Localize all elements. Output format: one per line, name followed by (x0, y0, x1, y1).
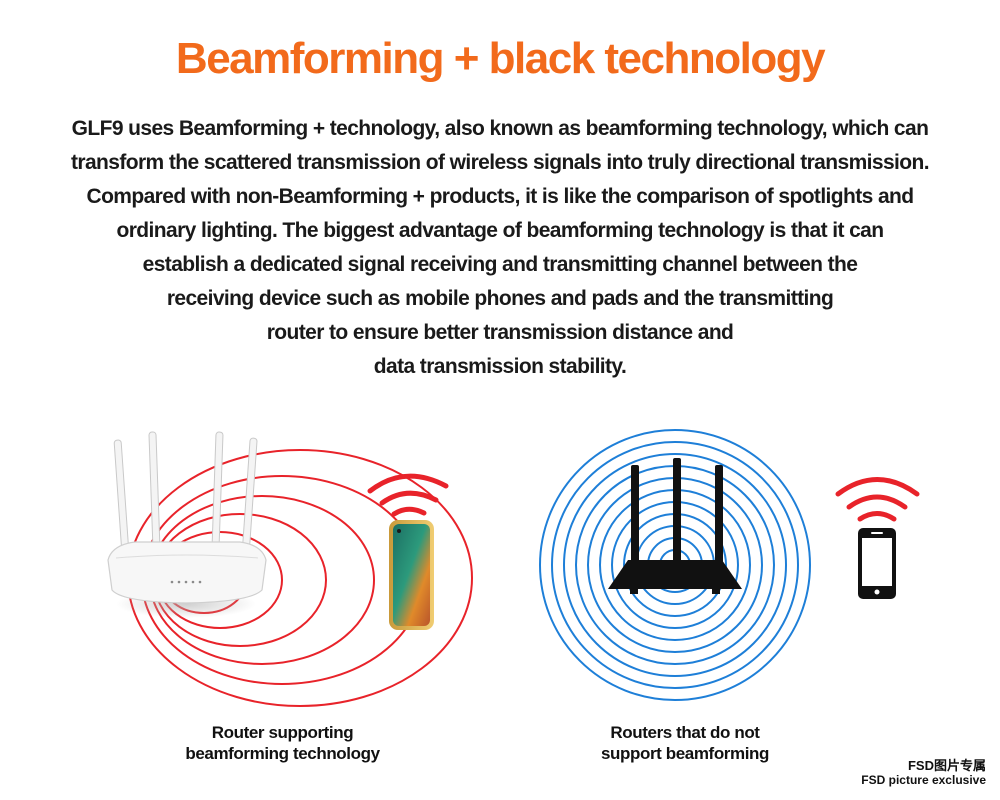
wifi-signal-icon (367, 473, 449, 517)
description-line: receiving device such as mobile phones a… (166, 287, 834, 310)
watermark-line-1: FSD图片专属 (907, 758, 986, 773)
description-line: router to ensure better transmission dis… (266, 321, 734, 344)
description-line: GLF9 uses Beamforming + technology, also… (71, 117, 929, 140)
watermark-line-2: FSD picture exclusive (861, 773, 986, 787)
phone-outline-icon (858, 528, 896, 599)
left-caption: Router supporting beamforming technology (140, 722, 425, 764)
white-router-icon (107, 431, 267, 618)
description-line: Compared with non-Beamforming + products… (86, 185, 915, 208)
caption-line: beamforming technology (185, 744, 380, 763)
caption-line: Routers that do not (610, 723, 760, 742)
description-line: transform the scattered transmission of … (71, 151, 930, 174)
page-title: Beamforming + black technology (175, 34, 826, 83)
caption-line: Router supporting (211, 723, 354, 742)
smartphone-icon (389, 520, 434, 630)
description-line: ordinary lighting. The biggest advantage… (116, 219, 885, 242)
description-text: GLF9 uses Beamforming + technology, also… (20, 112, 980, 384)
black-router-icon (608, 458, 742, 594)
caption-line: support beamforming (600, 744, 770, 763)
wifi-signal-icon (835, 477, 920, 522)
description-line: data transmission stability. (373, 355, 627, 378)
right-caption: Routers that do not support beamforming (560, 722, 810, 764)
description-line: establish a dedicated signal receiving a… (142, 253, 858, 276)
